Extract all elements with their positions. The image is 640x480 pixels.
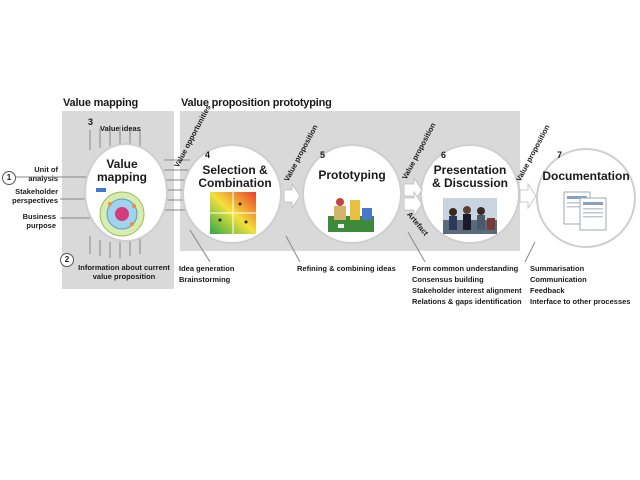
value-mapping-stage-title: Value mapping	[97, 157, 147, 184]
unit-of-analysis-label: Unit of analysis	[28, 165, 58, 183]
value-map-illustration	[96, 188, 145, 237]
value-mapping-title: Value mapping	[63, 97, 139, 109]
step-5-number: 5	[320, 150, 326, 160]
step-4-number: 4	[205, 150, 211, 160]
step-6-number: 6	[441, 150, 447, 160]
output-summarisation: Summarisation	[530, 264, 585, 273]
step-1-badge: 1	[2, 171, 16, 185]
business-purpose-label: Business purpose	[22, 212, 56, 230]
discussion-photo-illustration	[443, 198, 497, 234]
prototyping-title: Value proposition prototyping	[181, 97, 332, 109]
output-feedback: Feedback	[530, 286, 565, 295]
output-consensus-building: Consensus building	[412, 275, 484, 284]
prototyping-outputs: Refining & combining ideas	[297, 263, 396, 274]
output-interface: Interface to other processes	[530, 297, 631, 306]
presentation-stage-title: Presentation & Discussion	[431, 163, 509, 190]
step-3-number: 3	[88, 117, 94, 127]
presentation-outputs: Form common understanding Consensus buil…	[412, 263, 522, 307]
documentation-outputs: Summarisation Communication Feedback Int…	[530, 263, 630, 307]
step-7-number: 7	[557, 150, 563, 160]
output-communication: Communication	[530, 275, 587, 284]
output-stakeholder-alignment: Stakeholder interest alignment	[412, 286, 522, 295]
output-brainstorming: Brainstorming	[179, 275, 231, 284]
step-2-badge: 2	[60, 253, 74, 267]
documentation-stage-title: Documentation	[542, 169, 630, 183]
value-ideas-label: Value ideas	[100, 124, 141, 133]
prototyping-stage-title: Prototyping	[318, 168, 386, 182]
output-common-understanding: Form common understanding	[412, 264, 519, 273]
output-refining-combining: Refining & combining ideas	[297, 264, 396, 273]
output-idea-generation: Idea generation	[179, 264, 235, 273]
prototype-model-illustration	[328, 198, 374, 232]
documents-illustration	[563, 191, 607, 231]
output-relations-gaps: Relations & gaps identification	[412, 297, 522, 306]
selection-stage-title: Selection & Combination	[198, 163, 272, 190]
current-vp-info-label: Information about current value proposit…	[78, 263, 170, 281]
selection-matrix-illustration	[210, 192, 256, 234]
selection-outputs: Idea generation Brainstorming	[179, 263, 234, 285]
stakeholder-perspectives-label: Stakeholder perspectives	[12, 187, 58, 205]
